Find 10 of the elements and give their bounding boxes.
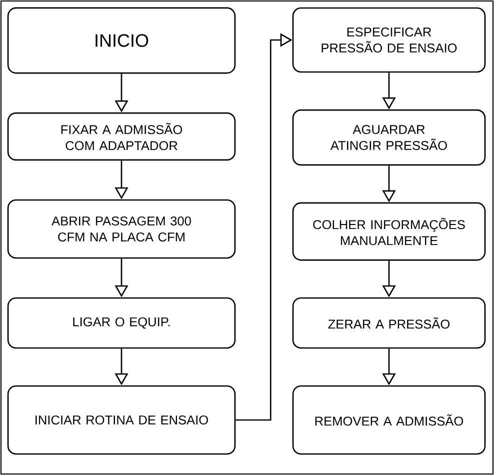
process-box: INICIAR ROTINA DE ENSAIO <box>7 385 236 455</box>
process-box: INICIO <box>7 7 236 74</box>
process-box: COLHER INFORMAÇÕES MANUALMENTE <box>292 202 486 261</box>
process-box: FIXAR A ADMISSÃO COM ADAPTADOR <box>7 112 236 161</box>
process-box: AGUARDAR ATINGIR PRESSÃO <box>292 109 486 166</box>
process-box: ESPECIFICAR PRESSÃO DE ENSAIO <box>292 7 486 73</box>
process-box: REMOVER A ADMISSÃO <box>292 385 486 455</box>
process-box: ABRIR PASSAGEM 300 CFM NA PLACA CFM <box>7 199 236 259</box>
process-box: LIGAR O EQUIP. <box>7 297 236 349</box>
process-box: ZERAR A PRESSÃO <box>292 297 486 349</box>
